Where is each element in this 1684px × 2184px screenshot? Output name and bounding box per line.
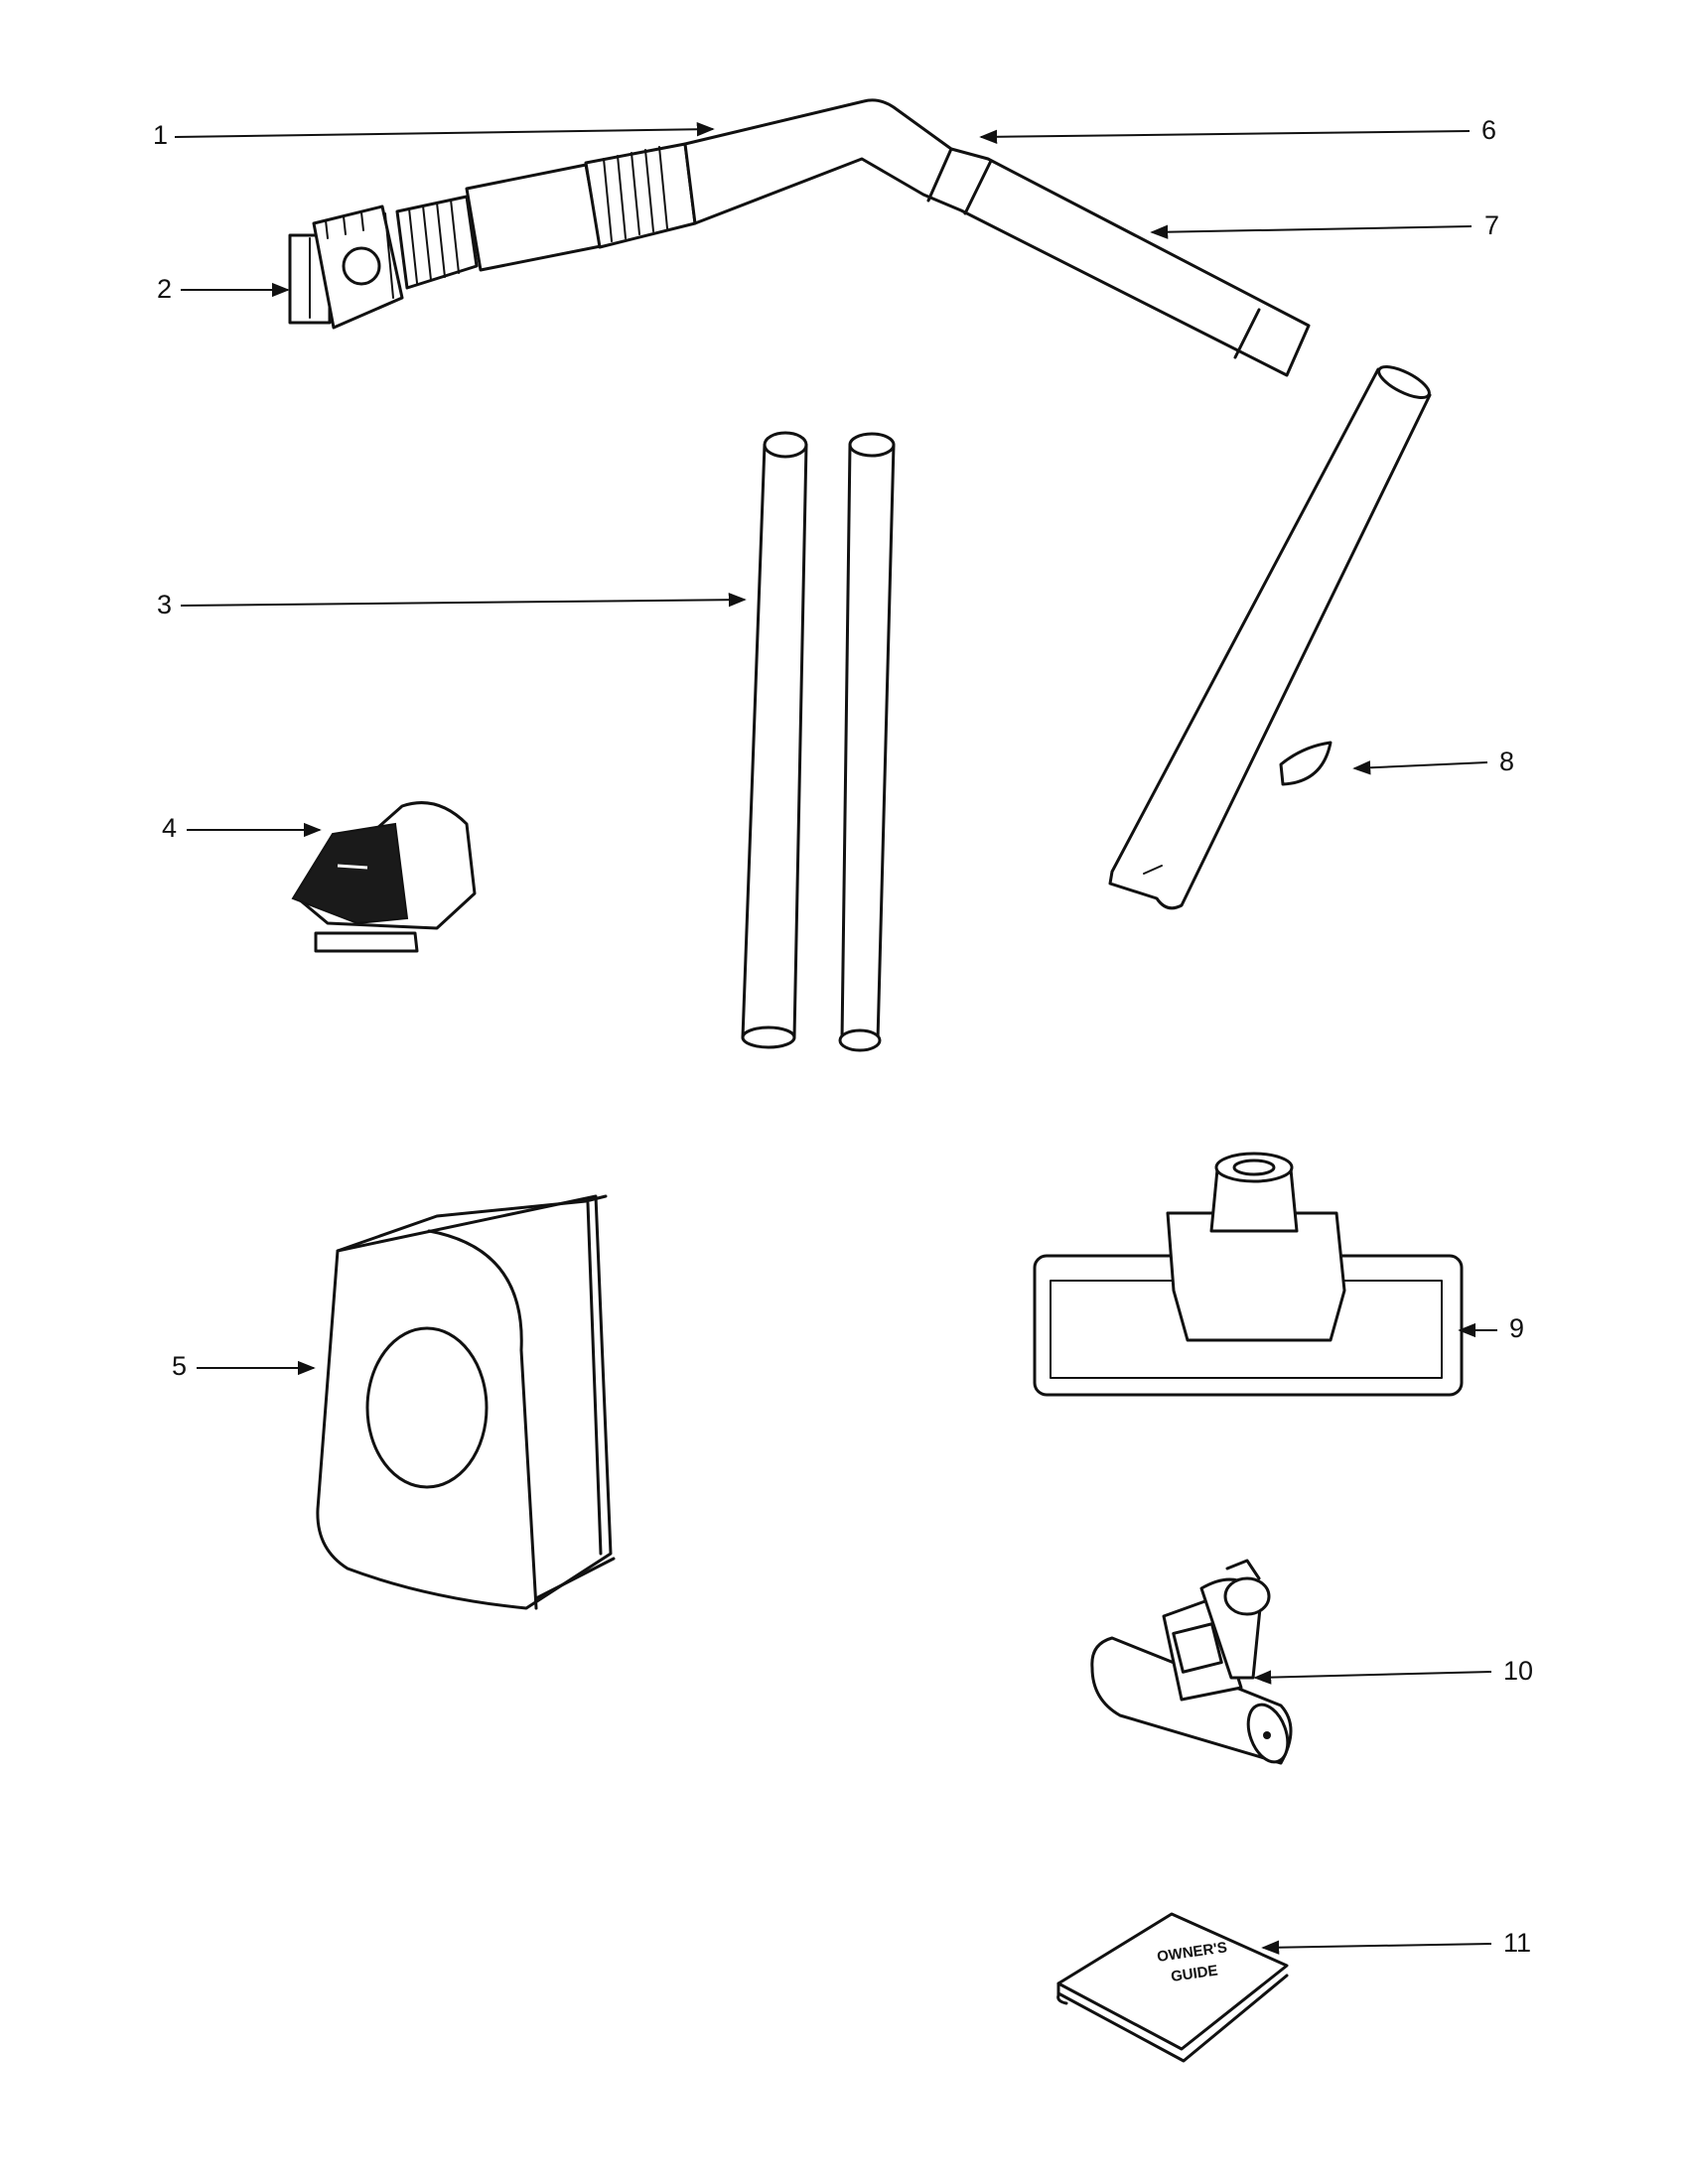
callout-number: 3 bbox=[157, 590, 172, 619]
part-dusting-brush bbox=[291, 801, 477, 953]
callout-6: 6 bbox=[979, 115, 1496, 145]
callout-number: 6 bbox=[1481, 115, 1496, 145]
part-swivel-connector bbox=[288, 205, 404, 330]
leader-arrow bbox=[1253, 1670, 1492, 1685]
callout-number: 4 bbox=[162, 813, 177, 843]
part-curved-wand bbox=[683, 98, 1311, 377]
callout-5: 5 bbox=[172, 1351, 316, 1381]
callout-number: 11 bbox=[1503, 1928, 1531, 1958]
leader-arrow bbox=[1352, 760, 1488, 775]
callout-number: 1 bbox=[153, 120, 168, 150]
callout-number: 7 bbox=[1484, 210, 1499, 240]
leader-arrow bbox=[979, 129, 1471, 145]
callout-number: 5 bbox=[172, 1351, 187, 1381]
part-crevice-tool bbox=[1108, 364, 1432, 910]
callout-1: 1 bbox=[153, 120, 715, 150]
callout-8: 8 bbox=[1352, 747, 1514, 776]
book-cover-line2: GUIDE bbox=[1170, 1963, 1218, 1985]
part-turbo-brush bbox=[1090, 1559, 1293, 1765]
part-floor-nozzle bbox=[1033, 1152, 1464, 1397]
callout-9: 9 bbox=[1458, 1313, 1524, 1343]
part-filter-bag bbox=[316, 1194, 616, 1610]
callout-10: 10 bbox=[1253, 1656, 1533, 1686]
callout-number: 9 bbox=[1509, 1313, 1524, 1343]
part-hose-ribs bbox=[395, 142, 697, 290]
leader-arrow bbox=[180, 592, 747, 608]
callout-number: 8 bbox=[1499, 747, 1514, 776]
leader-arrow bbox=[174, 122, 715, 138]
callout-number: 2 bbox=[157, 274, 172, 304]
callout-2: 2 bbox=[157, 274, 290, 304]
callout-11: 11 bbox=[1261, 1928, 1531, 1958]
callout-4: 4 bbox=[162, 813, 322, 843]
part-owners-guide: OWNER'S GUIDE bbox=[1056, 1912, 1289, 2063]
part-extension-wands bbox=[741, 431, 896, 1052]
leader-arrow bbox=[1261, 1940, 1492, 1955]
callout-7: 7 bbox=[1150, 210, 1499, 240]
callout-number: 10 bbox=[1503, 1656, 1533, 1686]
part-hose-handle bbox=[288, 98, 1311, 377]
callout-3: 3 bbox=[157, 590, 747, 619]
leader-arrow bbox=[1150, 224, 1473, 239]
